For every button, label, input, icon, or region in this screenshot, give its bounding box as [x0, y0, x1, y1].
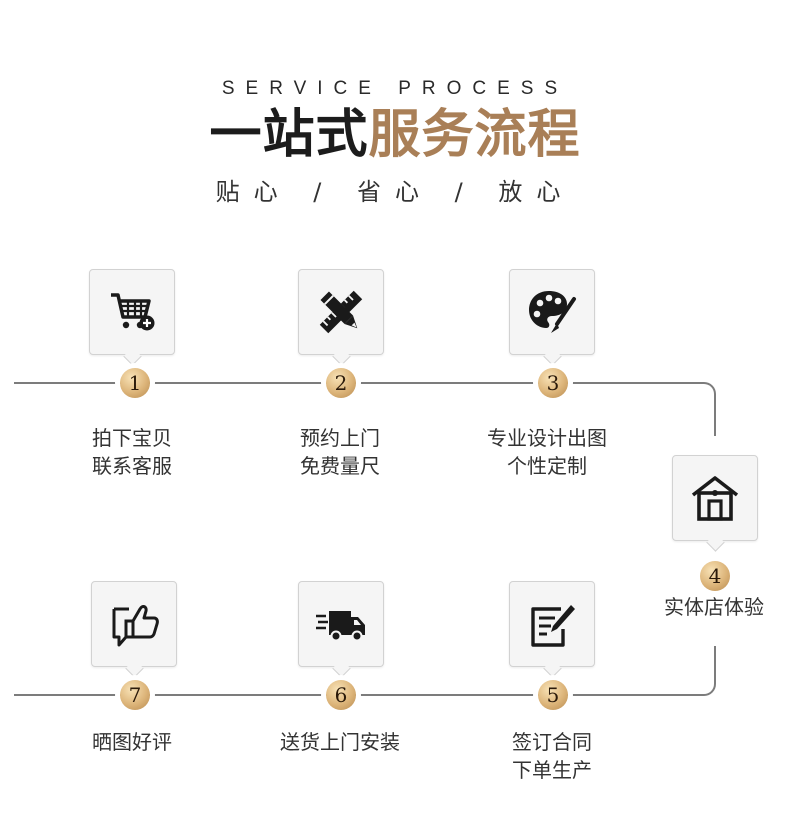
flow-line-top-corner — [700, 382, 716, 398]
step-6-label: 送货上门安装 — [280, 730, 400, 754]
flow-line-right-upper — [714, 396, 716, 436]
flow-line-top — [14, 382, 704, 384]
flow-line-bottom-corner — [700, 680, 716, 696]
header-slogan: 贴心 / 省心 / 放心 — [215, 178, 575, 206]
palette-brush-icon — [529, 291, 576, 333]
page-title: 一站式服务流程 — [0, 104, 790, 166]
header-subtitle-en: SERVICE PROCESS — [221, 78, 569, 99]
step-1-number: 1 — [120, 368, 150, 398]
step-1-icon-box — [89, 269, 175, 366]
thumbs-up-review-icon — [112, 605, 159, 647]
step-3-number: 3 — [538, 368, 568, 398]
shopping-cart-add-icon — [111, 293, 155, 331]
step-4-icon-box — [672, 455, 758, 552]
step-6-icon-box — [298, 581, 384, 678]
contract-sign-icon — [531, 605, 575, 647]
ruler-pencil-icon — [319, 290, 363, 334]
step-3-icon-box — [509, 269, 595, 366]
step-4-label: 实体店体验 — [664, 595, 764, 619]
title-dark: 一站式 — [209, 105, 369, 165]
step-5-label: 签订合同 下单生产 — [512, 730, 592, 782]
step-6-number: 6 — [326, 680, 356, 710]
flow-line-bottom — [14, 694, 704, 696]
step-1-label: 拍下宝贝 联系客服 — [92, 426, 172, 478]
step-4-number: 4 — [700, 561, 730, 591]
step-7-icon-box — [91, 581, 177, 678]
delivery-truck-icon — [316, 611, 365, 642]
step-5-number: 5 — [538, 680, 568, 710]
step-2-number: 2 — [326, 368, 356, 398]
step-7-number: 7 — [120, 680, 150, 710]
step-5-icon-box — [509, 581, 595, 678]
step-2-icon-box — [298, 269, 384, 366]
store-house-icon — [691, 476, 739, 521]
title-gold: 服务流程 — [368, 105, 581, 165]
step-2-label: 预约上门 免费量尺 — [300, 426, 380, 478]
flow-line-right-lower — [714, 646, 716, 682]
step-7-label: 晒图好评 — [92, 730, 172, 754]
step-3-label: 专业设计出图 个性定制 — [487, 426, 607, 478]
